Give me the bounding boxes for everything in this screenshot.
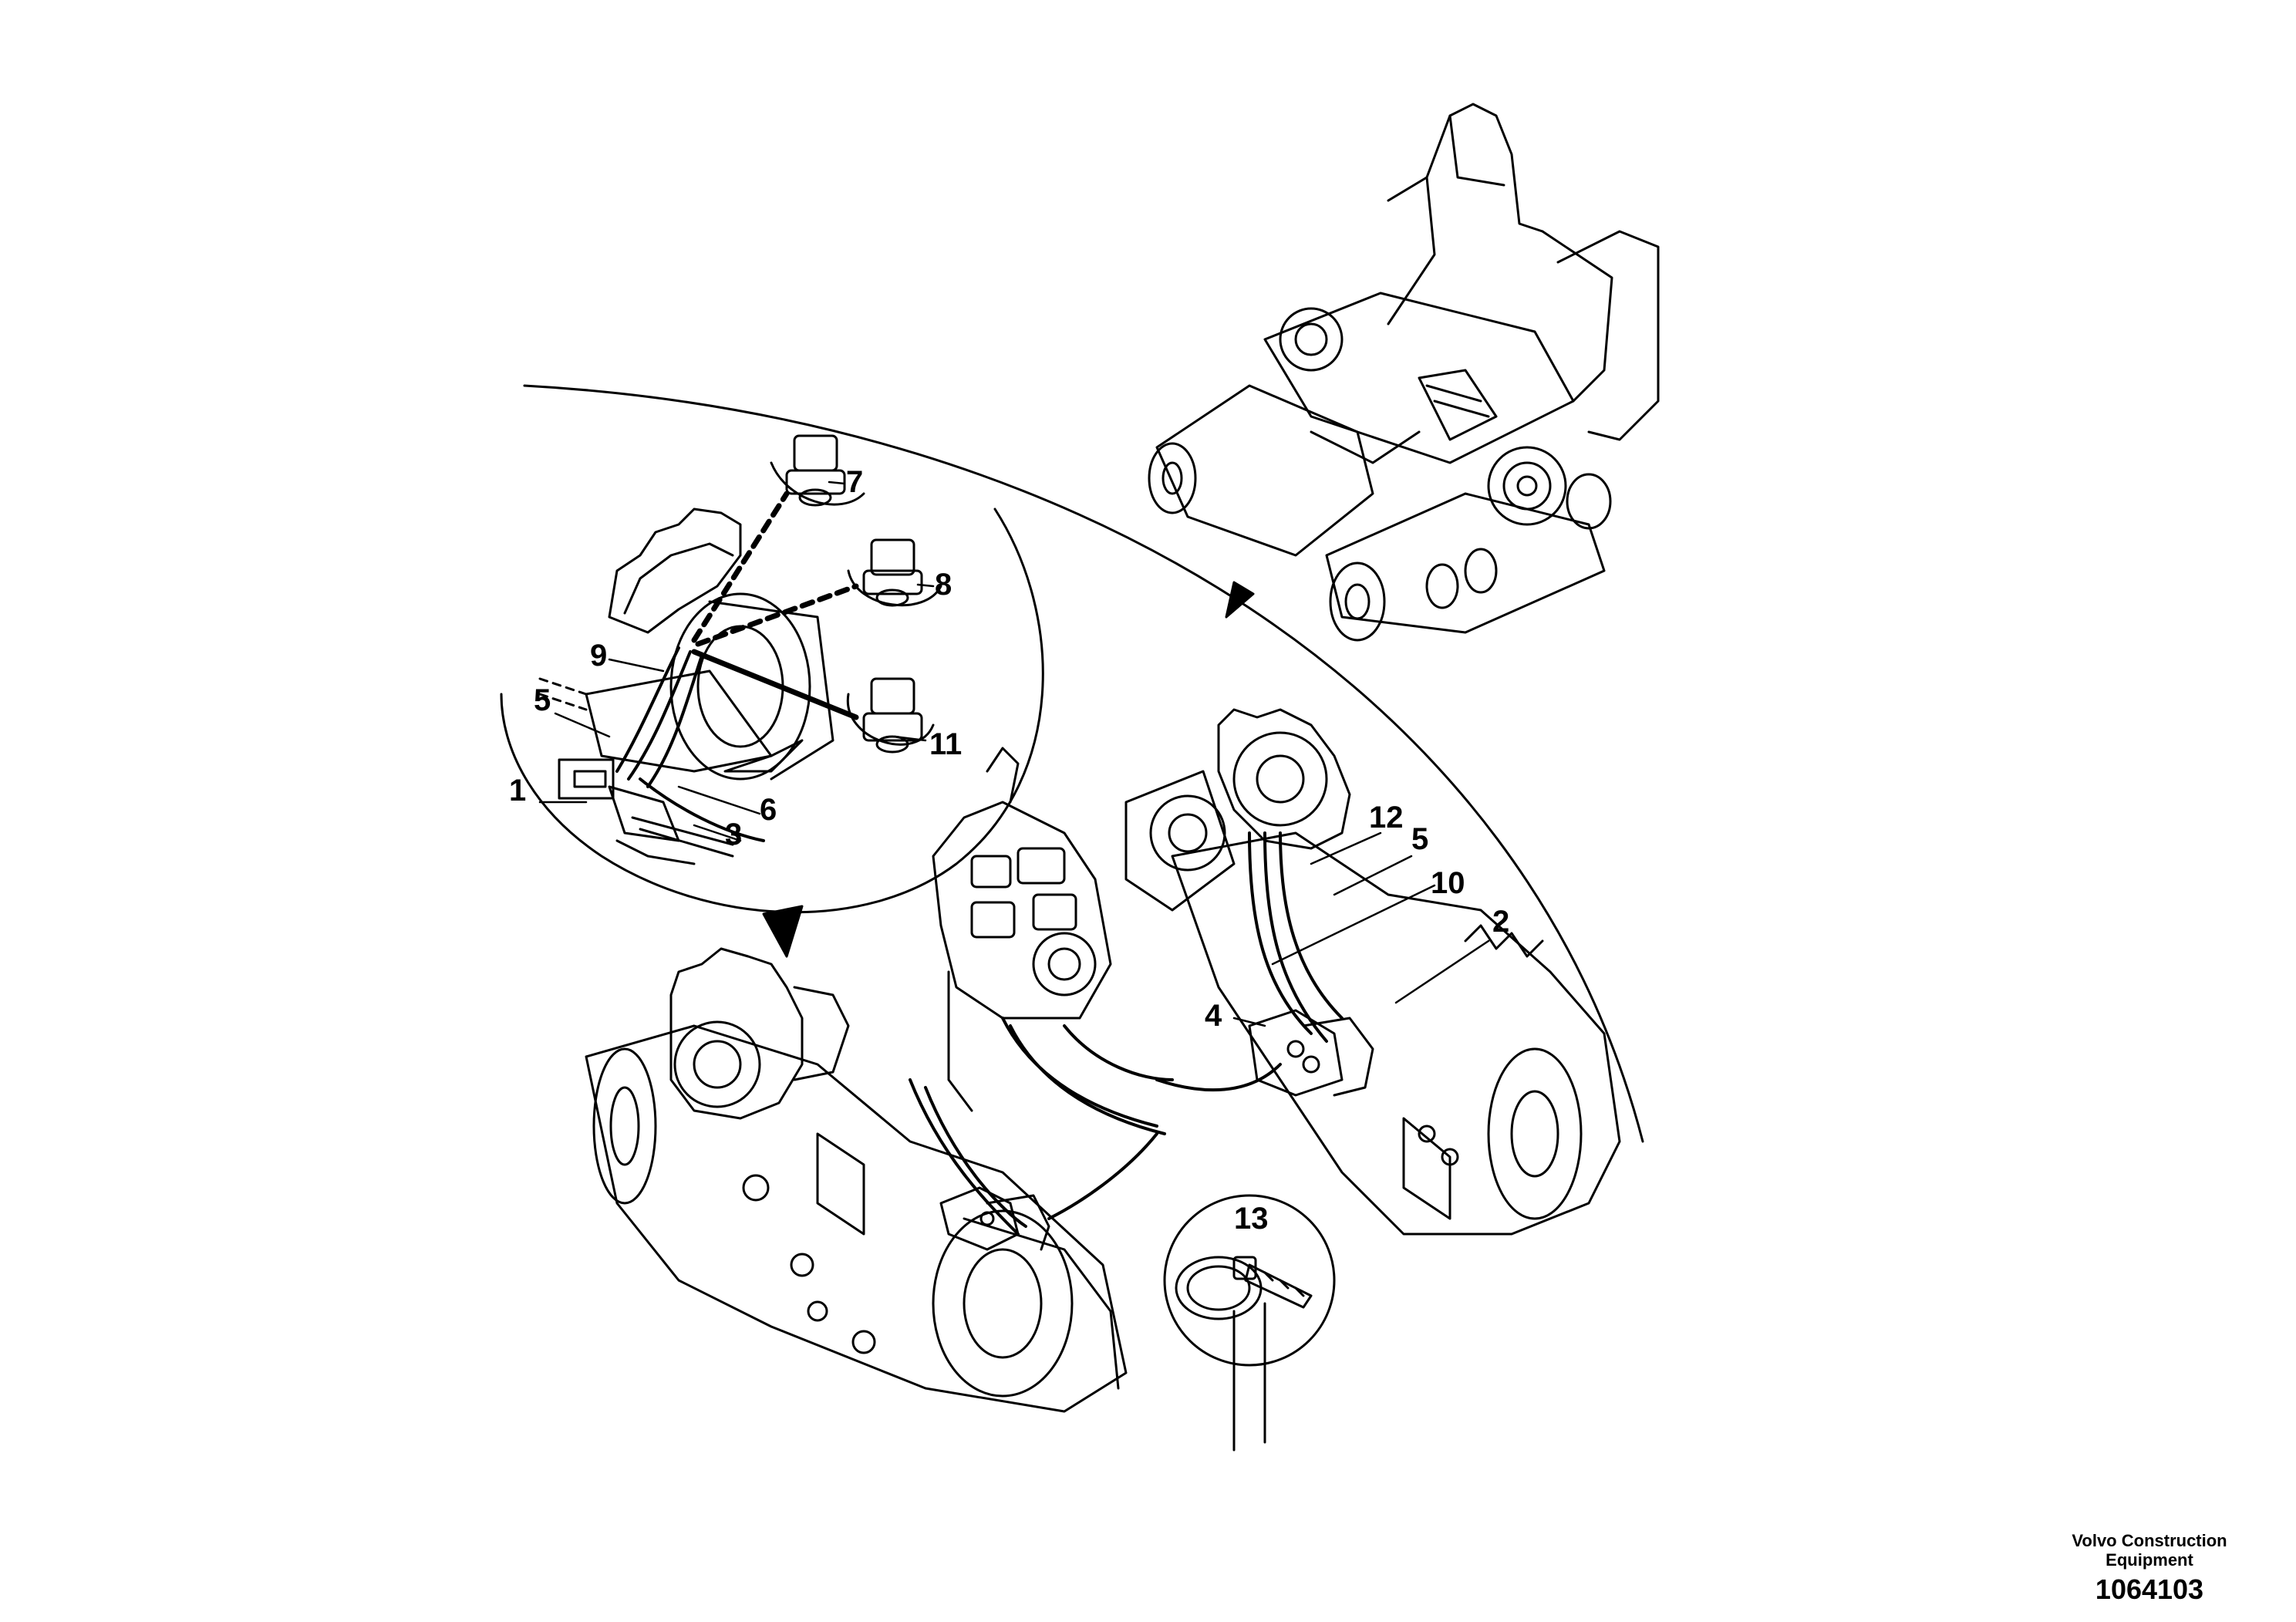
callout-5-detail: 5 — [534, 683, 551, 717]
document-number: 1064103 — [2095, 1573, 2204, 1605]
callout-4: 4 — [1205, 999, 1222, 1033]
machine-overview — [1148, 103, 1660, 642]
detail-view — [500, 434, 1044, 958]
callout-2: 2 — [1492, 905, 1510, 939]
valve-block-left — [939, 1186, 1050, 1251]
detail-valve-block — [558, 758, 734, 865]
detail-pointer — [762, 905, 804, 958]
main-hoses — [909, 831, 1344, 1236]
left-track-frame — [585, 1024, 1128, 1413]
cable-tie-detail — [1163, 1194, 1336, 1367]
valve-block-right — [1248, 1009, 1374, 1097]
right-track-frame — [1171, 831, 1621, 1236]
callout-13: 13 — [1234, 1202, 1269, 1236]
detail-hoses — [615, 646, 765, 842]
main-undercarriage — [585, 708, 1621, 1452]
callout-12: 12 — [1369, 801, 1404, 835]
pump-assembly — [932, 747, 1112, 1112]
manufacturer-name: Volvo Construction — [2072, 1531, 2227, 1550]
callout-7: 7 — [846, 465, 864, 499]
callout-5-main: 5 — [1411, 822, 1429, 856]
cable-tie-icon — [1175, 1256, 1313, 1320]
detail-sprocket — [585, 508, 834, 781]
fitting-8-icon — [847, 538, 942, 607]
detail-circle-outline — [500, 508, 1044, 914]
callout-6: 6 — [760, 793, 777, 827]
fitting-7-icon — [770, 434, 865, 507]
fitting-11-icon — [846, 677, 935, 754]
detail-boundary-arc — [523, 384, 1644, 1143]
callout-9: 9 — [590, 639, 608, 673]
manufacturer-name-line2: Equipment — [2106, 1550, 2193, 1570]
callout-10: 10 — [1431, 866, 1465, 900]
callout-8: 8 — [935, 568, 952, 602]
callout-1: 1 — [509, 774, 527, 808]
leader-lines — [538, 481, 1490, 1027]
callout-11: 11 — [929, 727, 963, 761]
cable-tie-circle — [1163, 1194, 1336, 1367]
callout-3: 3 — [725, 818, 743, 851]
overview-pointer — [1225, 581, 1255, 619]
